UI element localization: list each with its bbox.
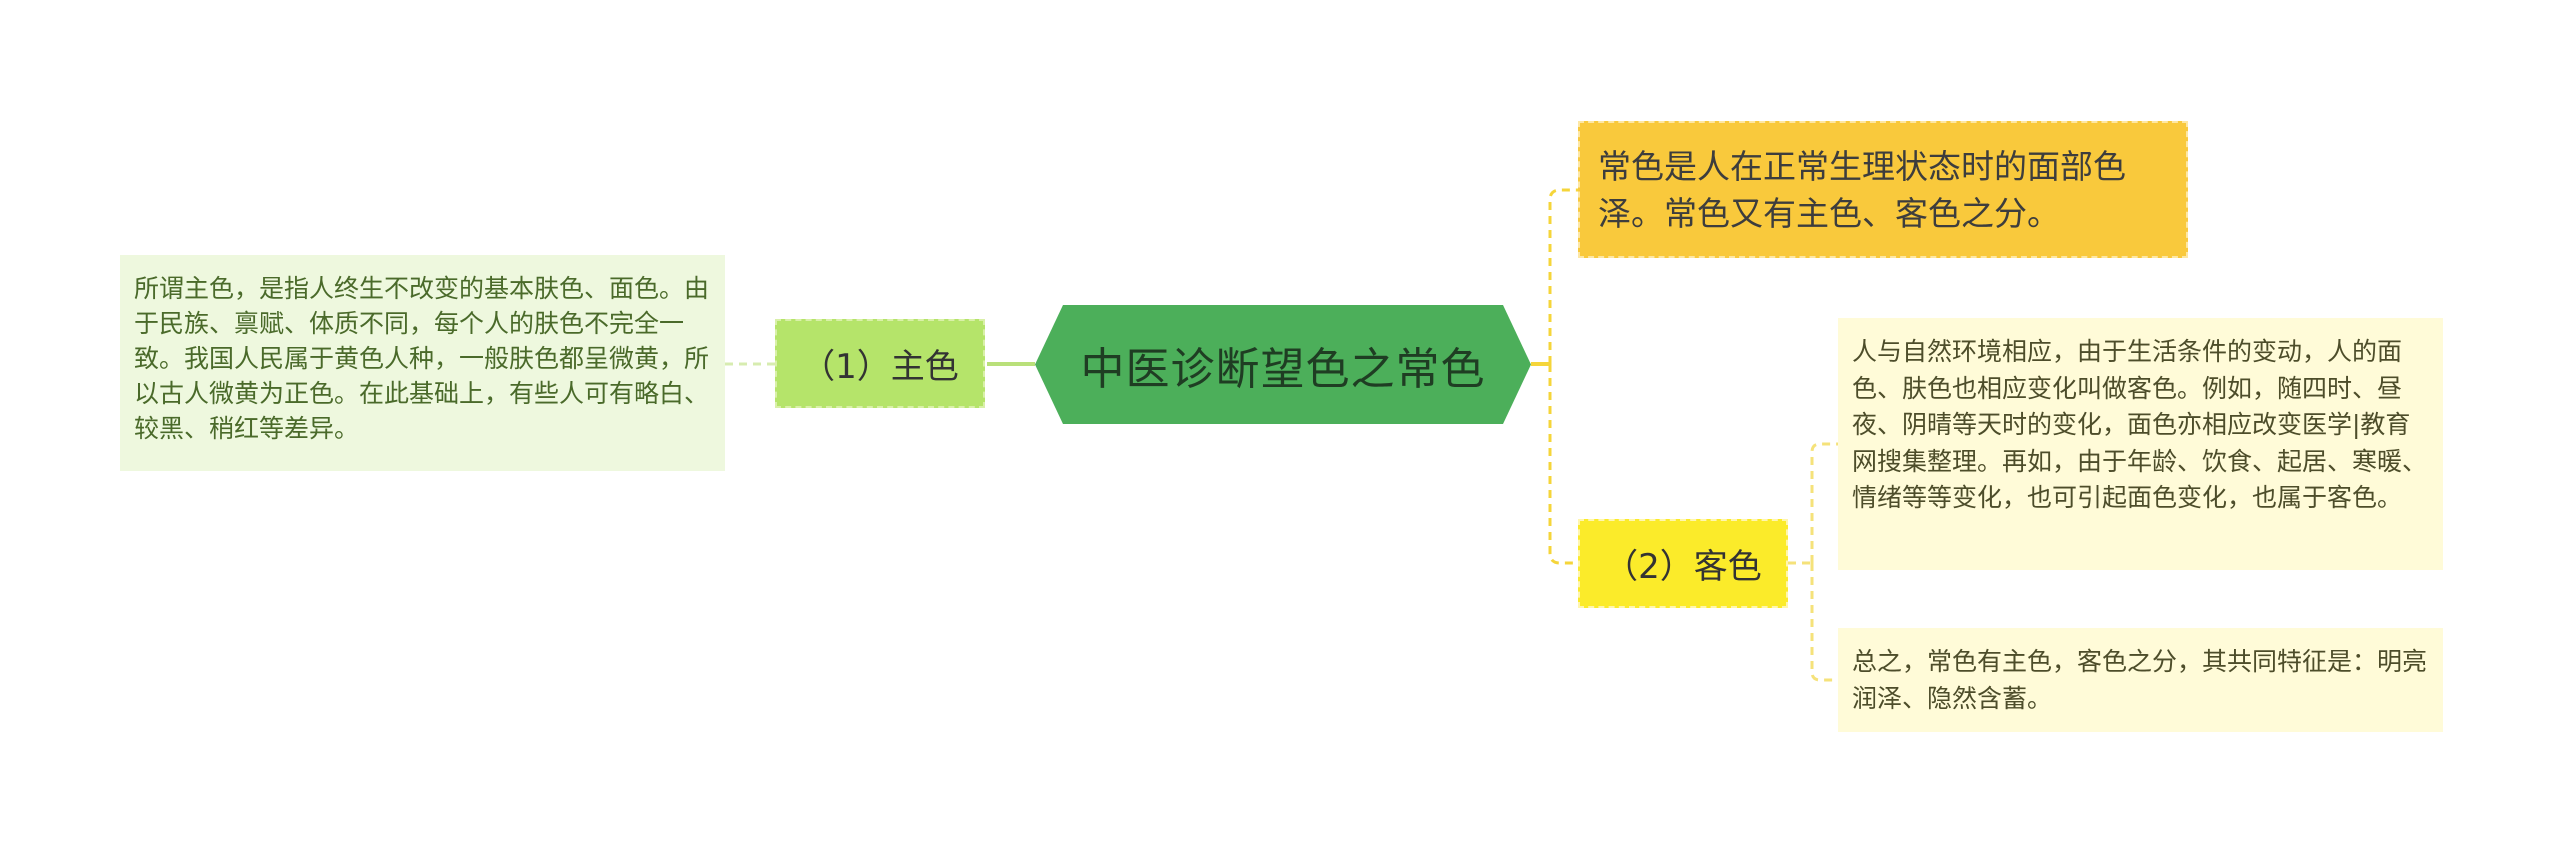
main-color-detail-node[interactable]: 所谓主色，是指人终生不改变的基本肤色、面色。由于民族、禀赋、体质不同，每个人的肤… — [120, 255, 725, 471]
central-topic-label: 中医诊断望色之常色 — [1080, 343, 1486, 395]
guest-color-summary-node[interactable]: 总之，常色有主色，客色之分，其共同特征是：明亮润泽、隐然含蓄。 — [1838, 628, 2443, 732]
guest-color-node[interactable]: （2）客色 — [1578, 519, 1788, 608]
central-topic-node[interactable]: 中医诊断望色之常色 — [1035, 305, 1531, 424]
connector-guest-details — [1810, 442, 1838, 682]
main-color-node[interactable]: （1）主色 — [775, 319, 985, 408]
normal-color-definition-node[interactable]: 常色是人在正常生理状态时的面部色泽。常色又有主色、客色之分。 — [1578, 121, 2188, 258]
guest-color-detail-node[interactable]: 人与自然环境相应，由于生活条件的变动，人的面色、肤色也相应变化叫做客色。例如，随… — [1838, 318, 2443, 570]
connector-right-trunk — [1548, 188, 1578, 565]
